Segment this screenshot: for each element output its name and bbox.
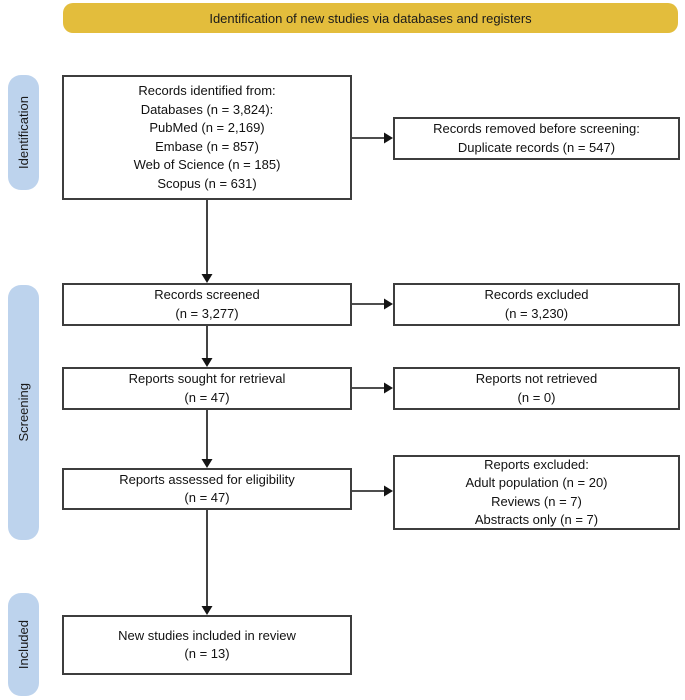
arrowhead-icon	[384, 485, 393, 497]
flow-box-line: Abstracts only (n = 7)	[474, 512, 599, 527]
flow-box-line: Databases (n = 3,824):	[140, 101, 274, 117]
flow-box-reports-not-retrieved: Reports not retrieved (n = 0)	[393, 367, 680, 410]
stage-label-text: Screening	[16, 383, 31, 442]
flow-box-line: Scopus (n = 631)	[157, 175, 257, 191]
flow-box-records-excluded: Records excluded (n = 3,230)	[393, 283, 680, 326]
flow-box-line: (n = 0)	[517, 389, 556, 405]
stage-label-screening: Screening	[8, 285, 39, 540]
flow-box-studies-included: New studies included in review (n = 13)	[62, 615, 352, 675]
flow-box-line: (n = 3,230)	[504, 305, 569, 321]
flow-box-line: Web of Science (n = 185)	[133, 157, 281, 172]
stage-label-included: Included	[8, 593, 39, 696]
stage-label-text: Identification	[16, 96, 31, 169]
arrowhead-icon	[384, 298, 393, 310]
flow-box-line: Reports not retrieved	[475, 371, 598, 386]
arrowhead-icon	[384, 382, 393, 394]
flow-box-line: Embase (n = 857)	[155, 138, 259, 154]
flow-box-line: (n = 13)	[184, 646, 230, 661]
stage-label-text: Included	[16, 619, 31, 670]
flow-box-line: Records removed before screening:	[433, 121, 640, 136]
flow-box-records-screened: Records screened (n = 3,277)	[62, 283, 352, 326]
arrowhead-icon	[384, 132, 393, 144]
flow-box-line: Reports excluded:	[484, 456, 589, 472]
flow-box-line: (n = 3,277)	[175, 305, 239, 321]
flow-box-line: Adult population (n = 20)	[465, 475, 608, 490]
flow-box-line: PubMed (n = 2,169)	[149, 120, 265, 135]
flow-box-line: Records excluded	[484, 287, 589, 302]
arrowhead-icon	[201, 274, 213, 283]
flow-box-reports-sought: Reports sought for retrieval (n = 47)	[62, 367, 352, 410]
flow-box-reports-assessed: Reports assessed for eligibility (n = 47…	[62, 468, 352, 510]
flow-box-line: Reviews (n = 7)	[491, 493, 582, 509]
diagram-title: Identification of new studies via databa…	[209, 10, 532, 26]
arrowhead-icon	[201, 606, 213, 615]
flow-box-records-identified: Records identified from: Databases (n = …	[62, 75, 352, 200]
flow-box-line: Reports assessed for eligibility	[119, 471, 295, 487]
arrowhead-icon	[201, 358, 213, 367]
flow-box-line: Duplicate records (n = 547)	[457, 139, 616, 155]
flow-box-line: New studies included in review	[118, 627, 296, 643]
flow-box-line: (n = 47)	[184, 389, 230, 405]
arrowhead-icon	[201, 459, 213, 468]
flow-box-line: (n = 47)	[184, 490, 230, 505]
flow-box-line: Records screened	[154, 287, 260, 302]
flow-box-line: Reports sought for retrieval	[128, 371, 286, 386]
flow-box-line: Records identified from:	[138, 83, 276, 98]
diagram-title-banner: Identification of new studies via databa…	[63, 3, 678, 33]
flow-box-reports-excluded: Reports excluded: Adult population (n = …	[393, 455, 680, 530]
stage-label-identification: Identification	[8, 75, 39, 190]
flow-box-records-removed: Records removed before screening: Duplic…	[393, 117, 680, 160]
